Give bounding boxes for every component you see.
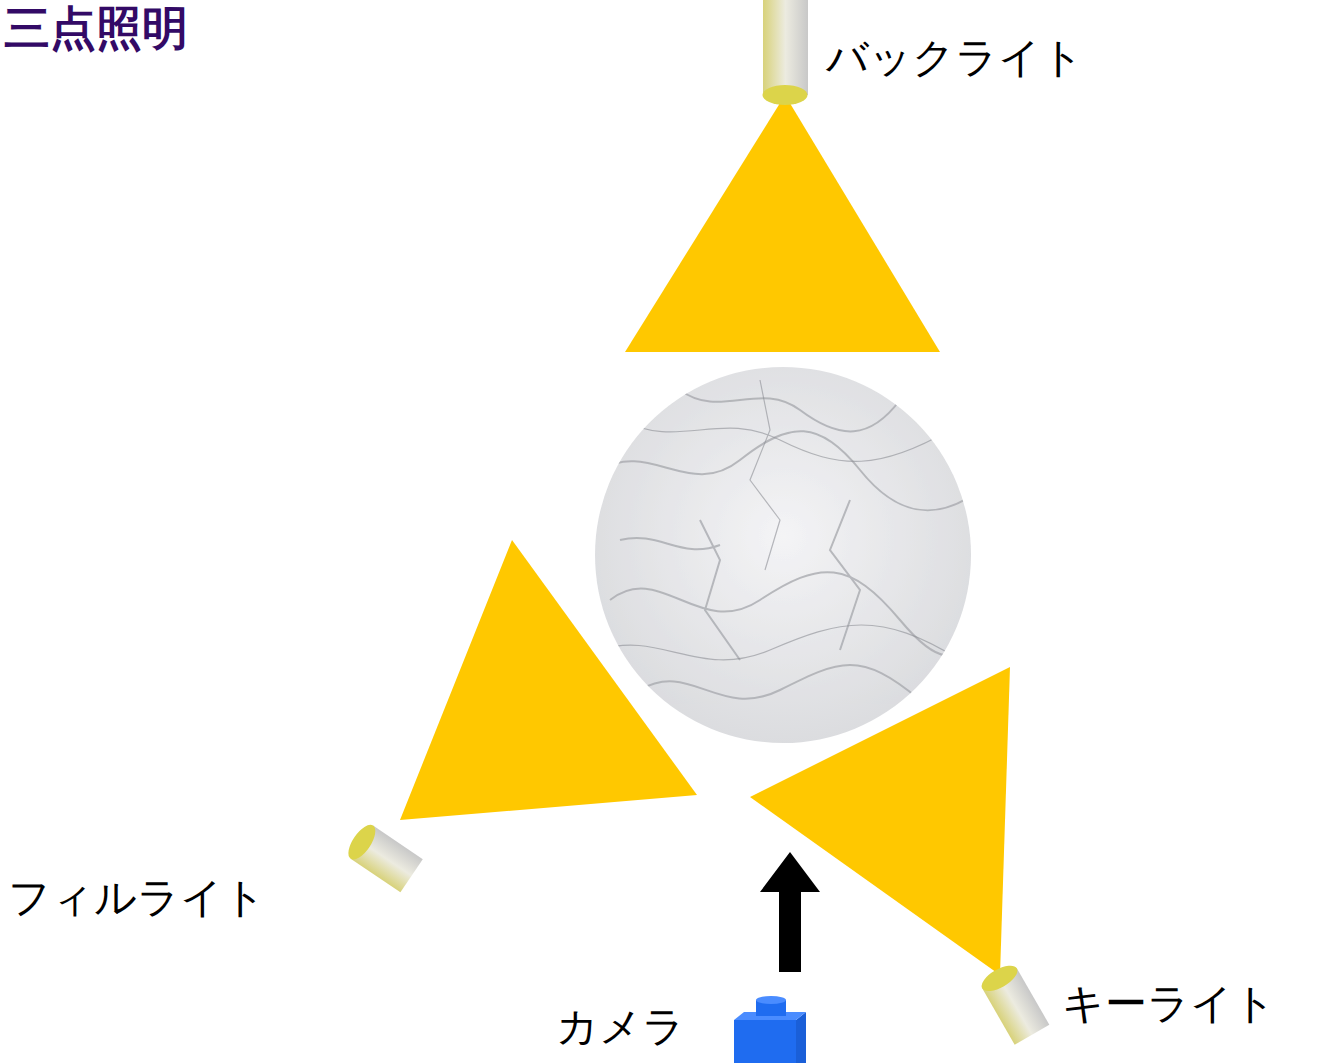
light-label: キーライト <box>1062 980 1276 1028</box>
subject-sphere <box>595 367 990 743</box>
view-direction-arrow <box>760 852 820 972</box>
key-light-beam <box>750 667 1010 975</box>
camera-icon <box>734 996 806 1063</box>
back-light-beam <box>625 95 940 352</box>
light-label: カメラ <box>556 1003 685 1051</box>
back-light-lamp <box>763 0 809 105</box>
light-label: バックライト <box>826 34 1084 82</box>
fill-light-beam <box>400 540 697 820</box>
key-light-lamp <box>978 961 1050 1045</box>
fill-light-lamp <box>343 821 423 893</box>
light-label: フィルライト <box>8 874 266 922</box>
diagram-title: 三点照明 <box>4 2 188 55</box>
